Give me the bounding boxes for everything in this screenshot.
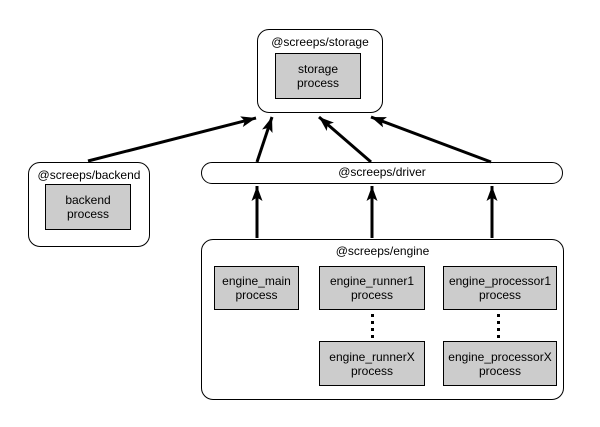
node-engine-package: @screeps/engine engine_main process engi… <box>201 239 564 400</box>
engine-runner1-process-label: engine_runner1 process <box>329 274 415 302</box>
engine-processor1-process-label: engine_processor1 process <box>448 274 552 302</box>
engine-runnerX-process-label: engine_runnerX process <box>329 349 415 378</box>
engine-processorX-process-label: engine_processorX process <box>448 349 552 378</box>
backend-package-label: @screeps/backend <box>37 168 141 182</box>
vertical-ellipsis-icon <box>493 314 503 338</box>
engine-runnerX-process-box: engine_runnerX process <box>319 341 425 386</box>
engine-processorX-process-box: engine_processorX process <box>443 341 557 386</box>
arrow-driver-to-storage <box>318 115 372 164</box>
arrow-backend-to-storage <box>87 116 257 163</box>
node-backend-package: @screeps/backend backend process <box>28 162 150 247</box>
arrow-driver-to-storage <box>370 115 492 164</box>
node-driver-package: @screeps/driver <box>201 162 563 184</box>
engine-runner1-process-box: engine_runner1 process <box>319 266 425 310</box>
backend-process-label: backend process <box>65 193 111 221</box>
engine-package-label: @screeps/engine <box>335 244 430 258</box>
node-storage-package: @screeps/storage storage process <box>257 29 383 113</box>
engine-main-process-box: engine_main process <box>214 266 299 310</box>
driver-package-label: @screeps/driver <box>338 165 426 179</box>
backend-process-box: backend process <box>45 184 131 230</box>
storage-process-label: storage process <box>296 62 340 90</box>
engine-processor1-process-box: engine_processor1 process <box>443 266 557 310</box>
arrow-driver-to-storage <box>255 116 274 163</box>
storage-package-label: @screeps/storage <box>271 35 369 49</box>
storage-process-box: storage process <box>275 53 361 99</box>
engine-main-process-label: engine_main process <box>222 274 291 302</box>
vertical-ellipsis-icon <box>367 314 377 338</box>
